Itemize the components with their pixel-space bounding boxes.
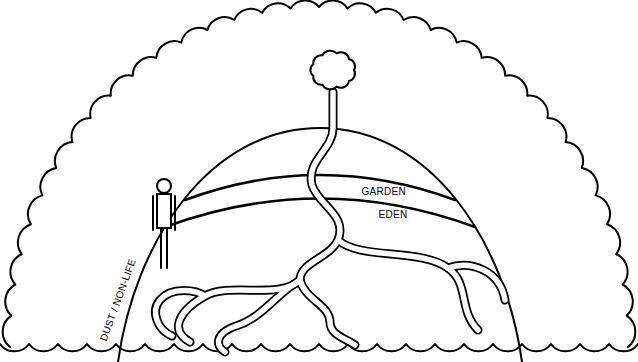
river-system (156, 92, 505, 352)
figure-leg (160, 228, 162, 268)
figure-arm (174, 196, 176, 230)
region-label: EDEN (379, 209, 408, 221)
river-water (338, 240, 478, 330)
figure-arm (152, 196, 154, 230)
river-bank (300, 280, 355, 345)
figure-leg (166, 228, 168, 268)
human-figure (153, 179, 175, 268)
river-bank (300, 92, 340, 280)
river-bank (448, 265, 505, 300)
river-water (300, 92, 340, 280)
region-label: GARDEN (362, 186, 407, 198)
river-water (300, 280, 355, 345)
river-water (448, 265, 505, 300)
figure-head (157, 179, 171, 193)
figure-body (157, 194, 171, 228)
water-line (0, 344, 638, 351)
river-bank (338, 240, 478, 330)
river-water (219, 280, 300, 352)
sky-outline (3, 1, 636, 347)
river-water (156, 291, 205, 337)
river-water (178, 280, 300, 342)
tree-canopy (310, 51, 355, 90)
